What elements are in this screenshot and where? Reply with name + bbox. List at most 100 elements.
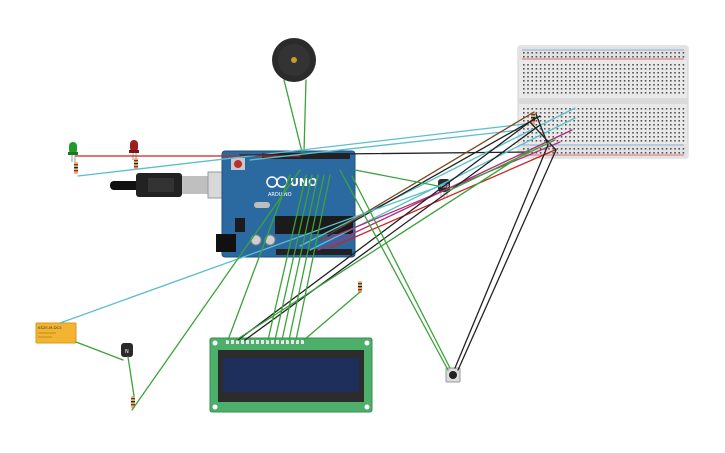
breadboard-hole xyxy=(653,140,655,142)
wire-lcd-4[interactable] xyxy=(267,174,307,341)
breadboard-hole xyxy=(636,80,638,82)
breadboard-hole xyxy=(531,152,533,154)
breadboard-hole xyxy=(552,132,554,134)
breadboard-hole xyxy=(577,120,580,122)
led-red[interactable] xyxy=(129,140,139,160)
wire-brown-bb[interactable] xyxy=(319,111,535,241)
breadboard-hole xyxy=(573,52,575,54)
breadboard-hole xyxy=(581,68,584,70)
breadboard-hole xyxy=(586,92,588,94)
wire-red-bb[interactable] xyxy=(329,149,556,249)
wire-relay-cyan[interactable] xyxy=(59,183,447,324)
wire-lcd-8[interactable] xyxy=(295,174,331,341)
breadboard-hole xyxy=(539,108,542,110)
breadboard-hole xyxy=(632,84,634,86)
wire-cyan-top[interactable] xyxy=(249,129,521,161)
breadboard-hole xyxy=(602,108,605,110)
breadboard-hole xyxy=(586,152,588,154)
breadboard-hole xyxy=(632,72,634,74)
wire-buzzer-1[interactable] xyxy=(283,79,303,153)
wire-button-4[interactable] xyxy=(457,149,557,371)
wire-relay-transistor[interactable] xyxy=(75,341,124,361)
breadboard-hole xyxy=(598,112,601,114)
breadboard-hole xyxy=(607,80,609,82)
wire-bb-cross-2[interactable] xyxy=(535,113,549,146)
breadboard-hole xyxy=(628,152,630,154)
breadboard-hole xyxy=(670,124,672,126)
wire-transistor-board[interactable] xyxy=(131,169,301,411)
wire-lcd-9[interactable] xyxy=(303,291,361,341)
breadboard-hole xyxy=(602,136,605,138)
wire-cyan-bb-1[interactable] xyxy=(299,107,576,247)
piezo-buzzer[interactable] xyxy=(272,38,316,82)
transistor-resistor[interactable] xyxy=(131,396,135,408)
breadboard-hole xyxy=(619,88,622,90)
breadboard-hole xyxy=(644,108,647,110)
breadboard-hole xyxy=(598,76,601,78)
lcd-display[interactable] xyxy=(209,337,373,413)
wire-button-2[interactable] xyxy=(351,175,451,369)
breadboard-hole xyxy=(544,124,546,126)
wire-black-bb[interactable] xyxy=(327,115,541,237)
wire-lcd-3[interactable] xyxy=(244,124,541,341)
breadboard-hole xyxy=(619,128,622,130)
breadboard-hole xyxy=(523,84,525,86)
breadboard-hole xyxy=(649,116,651,118)
wire-transistor-res[interactable] xyxy=(127,356,135,397)
wire-lcd-5[interactable] xyxy=(274,174,313,341)
lcd-resistor[interactable] xyxy=(358,281,362,293)
breadboard-hole xyxy=(649,152,651,154)
wire-lcd-1[interactable] xyxy=(227,174,291,341)
breadboard-hole xyxy=(594,72,596,74)
wire-sensor-2[interactable] xyxy=(445,139,556,193)
pushbutton[interactable] xyxy=(445,367,461,383)
relay[interactable]: KS2E-M-DC5 xyxy=(35,322,77,344)
wire-button-1[interactable] xyxy=(339,169,449,371)
breadboard-hole xyxy=(649,56,651,58)
breadboard-hole xyxy=(665,136,668,138)
breadboard-hole xyxy=(628,124,630,126)
breadboard-hole xyxy=(682,120,685,122)
breadboard-hole xyxy=(670,112,672,114)
breadboard-hole xyxy=(531,76,533,78)
breadboard-hole xyxy=(569,128,571,130)
breadboard-hole xyxy=(670,120,672,122)
wire-black-top[interactable] xyxy=(239,151,531,156)
wire-bb-cross-1[interactable] xyxy=(529,121,557,151)
wire-led-cyan[interactable] xyxy=(77,123,526,177)
breadboard-hole xyxy=(548,92,550,94)
wire-button-3[interactable] xyxy=(454,144,549,369)
wire-magenta-2[interactable] xyxy=(324,141,561,241)
transistor[interactable]: N xyxy=(121,343,133,357)
breadboard-hole xyxy=(653,152,655,154)
breadboard-hole xyxy=(636,84,638,86)
wire-lcd-7[interactable] xyxy=(288,174,325,341)
breadboard-hole xyxy=(594,116,596,118)
arduino-uno-board[interactable]: ARDUINO UNO xyxy=(216,150,356,258)
breadboard-hole xyxy=(552,120,554,122)
breadboard-hole xyxy=(619,56,622,58)
breadboard-hole xyxy=(665,68,668,70)
led-green-resistor[interactable] xyxy=(74,162,78,174)
wire-sensor-1[interactable] xyxy=(354,169,439,187)
breadboard-hole xyxy=(649,80,651,82)
breadboard-hole xyxy=(665,120,668,122)
led-red-resistor[interactable] xyxy=(134,158,138,170)
breadboard-hole xyxy=(682,80,685,82)
breadboard-hole xyxy=(644,120,647,122)
breadboard-hole xyxy=(565,88,567,90)
lcd-pin xyxy=(226,340,229,344)
breadboard-hole xyxy=(615,128,617,130)
wire-lcd-2[interactable] xyxy=(237,117,536,341)
breadboard-hole xyxy=(602,120,605,122)
wire-lcd-10[interactable] xyxy=(235,149,531,341)
breadboard-hole xyxy=(602,56,605,58)
led-green[interactable] xyxy=(68,142,78,162)
usb-cable[interactable] xyxy=(110,171,241,199)
wire-lcd-6[interactable] xyxy=(281,174,319,341)
breadboard-hole xyxy=(556,52,559,54)
breadboard[interactable] xyxy=(517,45,689,159)
wire-buzzer-2[interactable] xyxy=(303,79,307,153)
breadboard-hole xyxy=(615,52,617,54)
breadboard-hole xyxy=(565,80,567,82)
